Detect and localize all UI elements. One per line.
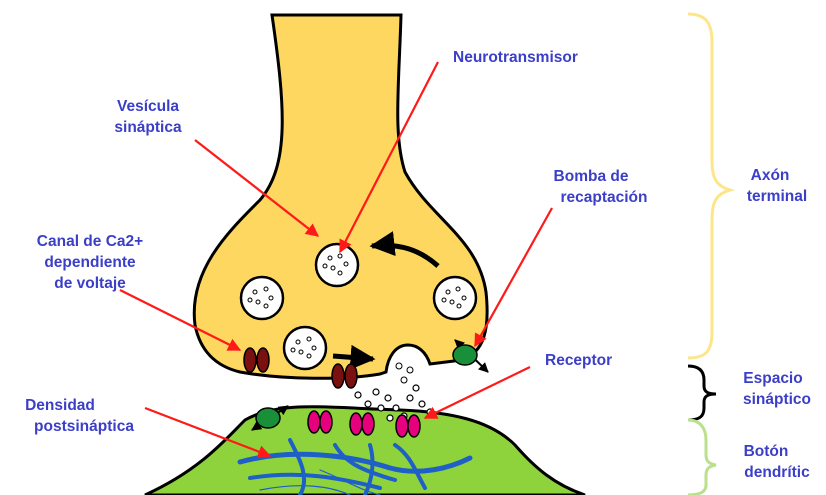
label-densidad-line2: postsináptica xyxy=(34,418,134,435)
vesicle-bottom xyxy=(284,327,326,369)
brace-boton-dendritico xyxy=(688,420,716,495)
label-bomba-line2: recaptación xyxy=(560,189,647,206)
label-canal-line2: dependiente xyxy=(44,254,136,271)
label-axon-line1: Axón xyxy=(751,167,790,184)
label-receptor: Receptor xyxy=(545,352,612,369)
label-boton-line1: Botón xyxy=(744,443,789,460)
arrow-receptor xyxy=(425,367,530,418)
label-espacio-line1: Espacio xyxy=(743,370,802,387)
arrow-bomba xyxy=(475,208,552,346)
receptors xyxy=(308,411,420,437)
label-vesicula-line2: sináptica xyxy=(114,119,182,136)
label-canal-line3: de voltaje xyxy=(54,275,126,292)
label-espacio-line2: sináptico xyxy=(743,391,811,408)
label-neurotransmisor: Neurotransmisor xyxy=(453,49,578,66)
label-boton-line2: dendrític xyxy=(744,464,810,481)
label-canal-line1: Canal de Ca2+ xyxy=(37,233,143,250)
label-vesicula-line1: Vesícula xyxy=(117,98,179,115)
label-bomba-line1: Bomba de xyxy=(554,168,629,185)
brace-axon-terminal xyxy=(688,14,730,358)
label-densidad-line1: Densidad xyxy=(25,397,95,414)
vesicle-top xyxy=(316,244,358,286)
vesicle-left xyxy=(241,277,283,319)
axon-terminal xyxy=(194,15,487,378)
brace-espacio-sinaptico xyxy=(688,366,716,420)
release-arrow xyxy=(333,356,373,359)
label-axon-line2: terminal xyxy=(747,188,807,205)
fusion-pore xyxy=(396,363,413,383)
vesicle-right xyxy=(434,277,476,319)
